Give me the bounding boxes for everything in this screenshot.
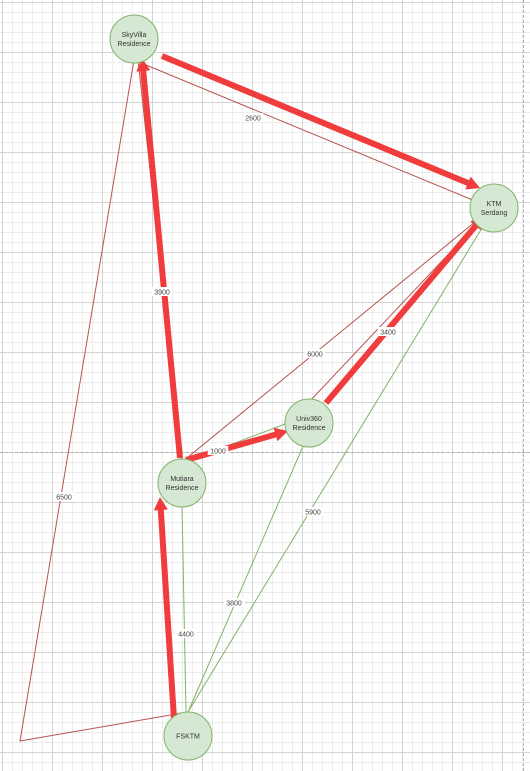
edge-skyvilla-ktm[interactable] bbox=[133, 59, 493, 209]
edge-label-text: 3400 bbox=[380, 330, 396, 337]
edge-label-bg bbox=[302, 507, 324, 516]
node-label-line: SkyVilla bbox=[122, 32, 147, 39]
route-arrow-mutiara-univ360[interactable] bbox=[185, 427, 288, 463]
edge-label-skyvilla-mutiara: 3900 bbox=[151, 287, 173, 297]
node-fsktm[interactable]: FSKTM bbox=[163, 711, 213, 761]
route-arrow-mutiara-skyvilla[interactable] bbox=[136, 58, 183, 459]
edge-label-mutiara-ktm: 6000 bbox=[304, 349, 326, 359]
edge-label-text: 5900 bbox=[305, 510, 321, 517]
edge-fsktm-univ360[interactable] bbox=[187, 443, 305, 713]
edge-skyvilla-fsktm[interactable] bbox=[19, 59, 189, 742]
edge-label-text: 4400 bbox=[178, 632, 194, 639]
edge-label-text: 6500 bbox=[56, 495, 72, 502]
node-label-line: FSKTM bbox=[176, 734, 200, 741]
page-break-vertical bbox=[523, 0, 524, 771]
node-circle bbox=[109, 14, 159, 64]
node-label-line: KTM bbox=[487, 201, 502, 208]
route-arrow-skyvilla-ktm[interactable] bbox=[160, 53, 481, 190]
edge-label-text: 2600 bbox=[245, 116, 261, 123]
edge-label-fsktm-ktm: 5900 bbox=[302, 507, 324, 517]
node-label-line: Univ360 bbox=[296, 416, 322, 423]
edge-label-bg bbox=[377, 327, 399, 336]
edge-label-text: 6000 bbox=[307, 352, 323, 359]
edge-label-skyvilla-ktm: 2600 bbox=[242, 113, 264, 123]
edge-mutiara-ktm[interactable] bbox=[181, 207, 493, 463]
node-label-line: Residence bbox=[117, 41, 150, 48]
route-arrow-fsktm-mutiara[interactable] bbox=[153, 497, 177, 720]
node-circle bbox=[469, 183, 519, 233]
edge-label-text: 3800 bbox=[226, 601, 242, 608]
edge-label-fsktm-univ360: 3800 bbox=[223, 598, 245, 608]
edge-label-skyvilla-fsktm: 6500 bbox=[53, 492, 75, 502]
node-label-line: Mutiara bbox=[170, 476, 193, 483]
edge-label-bg bbox=[223, 598, 245, 607]
edge-fsktm-ktm[interactable] bbox=[187, 227, 483, 713]
edge-label-fsktm-mutiara: 4400 bbox=[175, 629, 197, 639]
route-arrow-univ360-ktm[interactable] bbox=[323, 216, 484, 405]
page-break-horizontal bbox=[0, 452, 530, 453]
node-circle bbox=[284, 398, 334, 448]
edge-label-text: 1000 bbox=[210, 449, 226, 456]
node-label-line: Residence bbox=[165, 485, 198, 492]
node-label-line: Residence bbox=[292, 425, 325, 432]
edge-label-mutiara-univ360: 1000 bbox=[207, 446, 229, 456]
edge-label-bg bbox=[207, 446, 229, 455]
edge-label-bg bbox=[175, 629, 197, 638]
edge-labels-layer: 2600 3900 6000 3400 1000 6500 4400 3800 5900 bbox=[53, 113, 399, 639]
edge-label-bg bbox=[53, 492, 75, 501]
node-ktm[interactable]: KTM Serdang bbox=[469, 183, 519, 233]
edge-fsktm-mutiara[interactable] bbox=[181, 504, 187, 713]
node-label-line: Serdang bbox=[481, 210, 508, 217]
nodes-layer: SkyVillaResidenceKTMSerdangUniv360Reside… bbox=[109, 14, 519, 761]
node-circle bbox=[157, 458, 207, 508]
edge-label-univ360-ktm: 3400 bbox=[377, 327, 399, 337]
route-layer bbox=[136, 53, 484, 720]
edge-label-bg bbox=[242, 113, 264, 122]
node-circle bbox=[163, 711, 213, 761]
edge-label-bg bbox=[304, 349, 326, 358]
edge-label-bg bbox=[151, 287, 173, 296]
edge-label-text: 3900 bbox=[154, 290, 170, 297]
